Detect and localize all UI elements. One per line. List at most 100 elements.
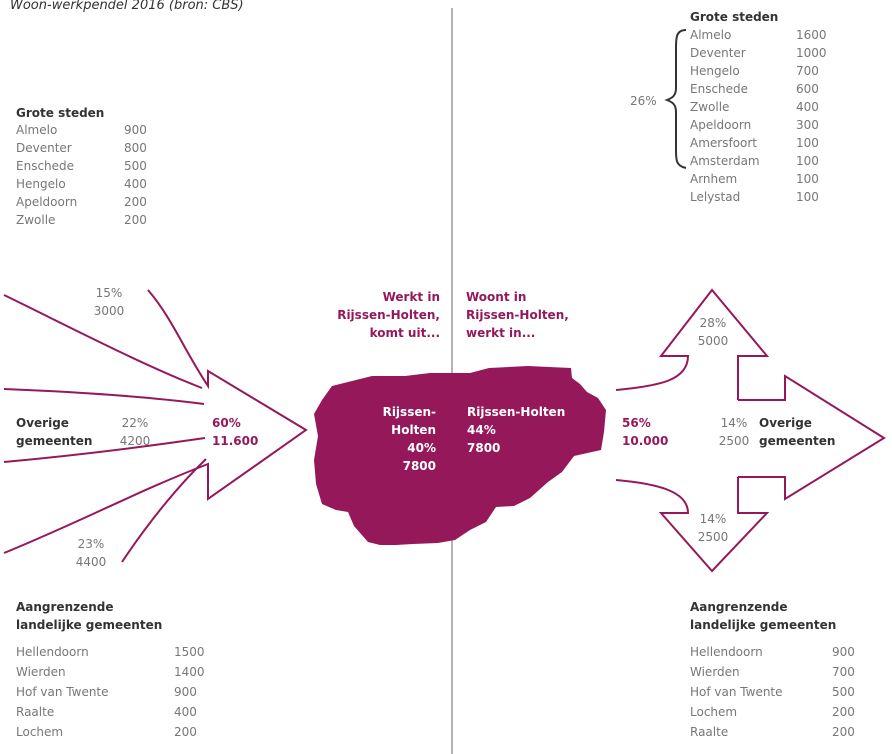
city-name: Amsterdam bbox=[690, 154, 760, 168]
right-neigh-title: Aangrenzende landelijke gemeenten bbox=[690, 598, 836, 634]
flow-up-num: 5000 bbox=[697, 334, 729, 348]
left-neigh-title: Aangrenzende landelijke gemeenten bbox=[16, 598, 162, 634]
city-value: 600 bbox=[796, 82, 819, 96]
city-value: 1600 bbox=[796, 28, 827, 42]
bracket-icon bbox=[664, 29, 687, 169]
flow-up-label: 28% 5000 bbox=[686, 314, 740, 350]
municipality-name: Hellendoorn bbox=[16, 645, 89, 659]
city-name: Apeldoorn bbox=[16, 195, 78, 209]
flow-mid-pct: 22% bbox=[121, 416, 149, 430]
incoming-flow-line bbox=[3, 294, 203, 389]
municipality-value: 200 bbox=[174, 725, 197, 739]
municipality-value: 200 bbox=[832, 705, 855, 719]
city-value: 100 bbox=[796, 190, 819, 204]
city-value: 100 bbox=[796, 172, 819, 186]
shape-left-line: Rijssen- bbox=[382, 405, 436, 419]
flow-mid-num: 4200 bbox=[119, 434, 151, 448]
left-heading-line: Rijssen-Holten, bbox=[337, 308, 440, 322]
flow-right-label: 14% 2500 bbox=[714, 414, 754, 450]
municipality-value: 200 bbox=[832, 725, 855, 739]
right-total-num: 10.000 bbox=[622, 434, 669, 448]
municipality-value: 700 bbox=[832, 665, 855, 679]
right-other-label: Overige gemeenten bbox=[759, 414, 835, 450]
left-other-label: Overige gemeenten bbox=[16, 414, 92, 450]
city-name: Enschede bbox=[690, 82, 749, 96]
left-cities-title: Grote steden bbox=[16, 106, 105, 120]
city-value: 800 bbox=[124, 141, 147, 155]
left-total-num: 11.600 bbox=[212, 434, 259, 448]
municipality-value: 1500 bbox=[174, 645, 205, 659]
right-heading-line: werkt in... bbox=[466, 326, 536, 340]
city-name: Enschede bbox=[16, 159, 75, 173]
incoming-flow-line bbox=[121, 458, 207, 563]
city-value: 200 bbox=[124, 195, 147, 209]
right-total-label: 56% 10.000 bbox=[622, 414, 668, 450]
city-name: Hengelo bbox=[690, 64, 740, 78]
flow-down-label: 14% 2500 bbox=[686, 510, 740, 546]
right-other-label-2: gemeenten bbox=[759, 434, 836, 448]
outgoing-arrow-up bbox=[615, 288, 770, 400]
city-name: Deventer bbox=[690, 46, 746, 60]
left-heading-line: komt uit... bbox=[369, 326, 440, 340]
flow-bottom-pct: 23% bbox=[77, 537, 105, 551]
outgoing-arrow-right bbox=[738, 374, 886, 501]
left-heading: Werkt in Rijssen-Holten, komt uit... bbox=[280, 288, 440, 342]
right-other-label-1: Overige bbox=[759, 416, 812, 430]
municipality-name: Lochem bbox=[690, 705, 738, 719]
right-heading: Woont in Rijssen-Holten, werkt in... bbox=[466, 288, 569, 342]
municipality-value: 500 bbox=[832, 685, 855, 699]
municipality-name: Hof van Twente bbox=[16, 685, 109, 699]
city-name: Almelo bbox=[690, 28, 732, 42]
city-value: 300 bbox=[796, 118, 819, 132]
flow-right-num: 2500 bbox=[718, 434, 750, 448]
flow-top-label: 15% 3000 bbox=[82, 284, 136, 320]
city-value: 900 bbox=[124, 123, 147, 137]
city-name: Lelystad bbox=[690, 190, 741, 204]
shape-right-line: 44% bbox=[467, 423, 496, 437]
left-total-pct: 60% bbox=[212, 416, 241, 430]
municipality-value: 900 bbox=[174, 685, 197, 699]
right-neigh-title-line: Aangrenzende bbox=[690, 600, 788, 614]
shape-left-line: 40% bbox=[407, 441, 436, 455]
municipality-name: Wierden bbox=[690, 665, 740, 679]
outgoing-arrow-down bbox=[615, 477, 770, 573]
city-name: Arnhem bbox=[690, 172, 738, 186]
flow-bottom-num: 4400 bbox=[75, 555, 107, 569]
shape-left-line: 7800 bbox=[402, 459, 436, 473]
flow-down-pct: 14% bbox=[699, 512, 727, 526]
city-name: Zwolle bbox=[16, 213, 56, 227]
left-heading-line: Werkt in bbox=[382, 290, 440, 304]
flow-mid-label: 22% 4200 bbox=[108, 414, 162, 450]
municipality-name: Hellendoorn bbox=[690, 645, 763, 659]
shape-left-text: Rijssen- Holten 40% 7800 bbox=[340, 403, 436, 475]
city-value: 100 bbox=[796, 136, 819, 150]
shape-right-text: Rijssen-Holten 44% 7800 bbox=[467, 403, 565, 457]
shape-right-line: 7800 bbox=[467, 441, 501, 455]
right-heading-line: Woont in bbox=[466, 290, 527, 304]
right-cities-title: Grote steden bbox=[690, 10, 779, 24]
outgoing-flows bbox=[615, 288, 886, 573]
city-value: 400 bbox=[796, 100, 819, 114]
incoming-flows bbox=[3, 289, 308, 563]
city-name: Zwolle bbox=[690, 100, 730, 114]
city-name: Amersfoort bbox=[690, 136, 758, 150]
left-neigh-title-line: Aangrenzende bbox=[16, 600, 114, 614]
municipality-name: Raalte bbox=[16, 705, 55, 719]
municipality-name: Raalte bbox=[690, 725, 729, 739]
municipality-shape bbox=[314, 366, 606, 545]
incoming-flow-line bbox=[3, 437, 206, 463]
municipality-name: Hof van Twente bbox=[690, 685, 783, 699]
caption: Woon-werkpendel 2016 (bron: CBS) bbox=[10, 0, 244, 13]
incoming-arrow bbox=[3, 289, 308, 554]
city-value: 1000 bbox=[796, 46, 827, 60]
flow-top-num: 3000 bbox=[93, 304, 125, 318]
municipality-name: Wierden bbox=[16, 665, 66, 679]
municipality-value: 1400 bbox=[174, 665, 205, 679]
right-neigh-title-line: landelijke gemeenten bbox=[690, 618, 837, 632]
flow-bottom-label: 23% 4400 bbox=[64, 535, 118, 571]
left-total-label: 60% 11.600 bbox=[212, 414, 258, 450]
shape-right-line: Rijssen-Holten bbox=[467, 405, 566, 419]
city-value: 500 bbox=[124, 159, 147, 173]
incoming-flow-line bbox=[3, 388, 205, 405]
right-heading-line: Rijssen-Holten, bbox=[466, 308, 569, 322]
